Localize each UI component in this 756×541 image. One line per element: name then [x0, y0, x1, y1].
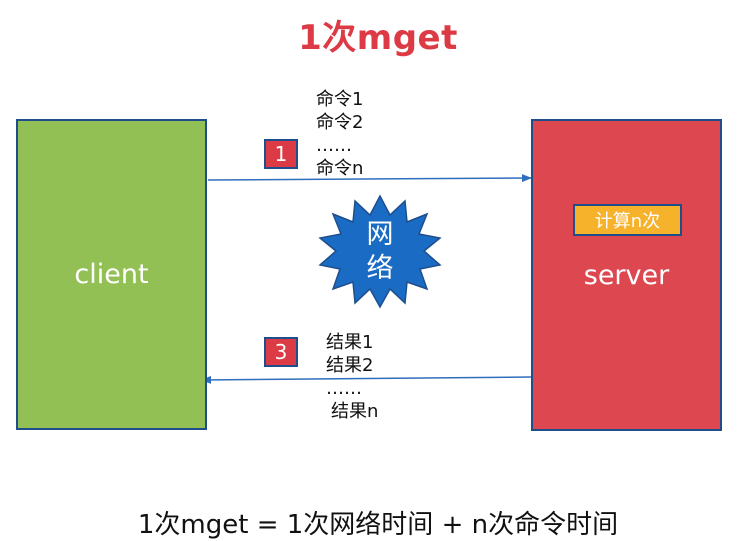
command-item: 命令2	[316, 112, 364, 133]
formula-caption: 1次mget = 1次网络时间 + n次命令时间	[137, 510, 619, 540]
step-badge-response: 3	[264, 337, 298, 367]
diagram-title: 1次mget	[298, 18, 458, 58]
network-label-line-1: 网	[366, 219, 394, 250]
command-item: 命令n	[316, 158, 364, 179]
server-node: server	[531, 119, 722, 431]
client-node: client	[16, 119, 207, 430]
command-item: 命令1	[316, 89, 364, 110]
command-list: 命令1 命令2 …… 命令n	[316, 88, 363, 180]
network-star-icon	[318, 194, 442, 309]
result-item: 结果n	[331, 401, 379, 422]
command-item: ……	[316, 135, 352, 156]
compute-tag: 计算n次	[573, 204, 682, 236]
client-label: client	[74, 259, 149, 290]
result-item: 结果1	[326, 332, 374, 353]
step-badge-request: 1	[264, 139, 298, 169]
response-arrow	[201, 375, 532, 384]
network-label: 网 络	[340, 218, 420, 286]
request-arrow	[207, 174, 532, 183]
network-label-line-2: 络	[366, 253, 394, 284]
result-item: ……	[326, 378, 362, 399]
result-item: 结果2	[326, 355, 374, 376]
server-label: server	[583, 259, 670, 291]
result-list: 结果1 结果2 …… 结果n	[326, 331, 378, 423]
